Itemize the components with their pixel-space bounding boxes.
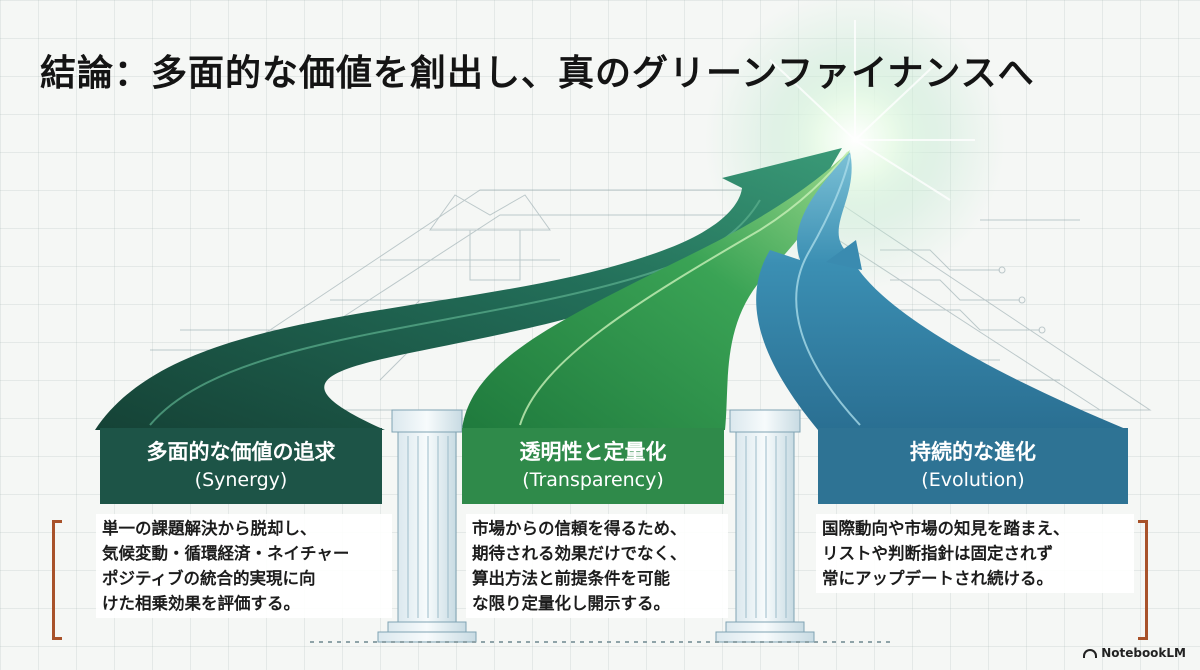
page-title: 結論：多面的な価値を創出し、真のグリーンファイナンスへ [40, 53, 1035, 94]
body-line: 算出方法と前提条件を可能 [472, 569, 670, 588]
body-line: けた相乗効果を評価する。 [102, 594, 300, 613]
header-transparency-title: 透明性と定量化 [519, 440, 667, 464]
body-line: 期待される効果だけでなく、 [472, 544, 687, 563]
brand-label: NotebookLM [1101, 646, 1186, 660]
body-line: ポジティブの統合的実現に向 [102, 569, 316, 588]
pillar-right [715, 409, 815, 643]
header-evolution-subtitle: (Evolution) [921, 469, 1025, 491]
light-rays [769, 20, 975, 201]
header-synergy-title: 多面的な価値の追求 [146, 440, 336, 464]
notebooklm-logo-icon [1083, 648, 1098, 658]
header-synergy: 多面的な価値の追求 (Synergy) [100, 428, 382, 504]
right-bracket [1138, 520, 1148, 640]
header-transparency-subtitle: (Transparency) [522, 469, 664, 491]
header-transparency: 透明性と定量化 (Transparency) [462, 428, 724, 504]
body-line: リストや判断指針は固定されず [822, 544, 1053, 563]
arrow-transparency [462, 150, 850, 430]
body-line: 国際動向や市場の知見を踏まえ、 [822, 519, 1070, 538]
body-line: な限り定量化し開示する。 [472, 594, 670, 613]
body-line: 市場からの信頼を得るため、 [472, 519, 687, 538]
header-evolution: 持続的な進化 (Evolution) [818, 428, 1128, 504]
body-line: 常にアップデートされ続ける。 [822, 569, 1053, 588]
body-line: 気候変動・循環経済・ネイチャー [102, 544, 350, 563]
body-transparency: 市場からの信頼を得るため、 期待される効果だけでなく、 算出方法と前提条件を可能… [466, 514, 728, 618]
arrow-synergy [95, 148, 842, 430]
brand-watermark: NotebookLM [1083, 646, 1186, 660]
header-evolution-title: 持続的な進化 [910, 440, 1036, 464]
pillar-left [377, 409, 477, 643]
header-synergy-subtitle: (Synergy) [194, 469, 288, 491]
arrow-evolution [756, 152, 1128, 430]
left-bracket [52, 520, 62, 640]
body-synergy: 単一の課題解決から脱却し、 気候変動・循環経済・ネイチャー ポジティブの統合的実… [96, 514, 392, 618]
body-line: 単一の課題解決から脱却し、 [102, 519, 317, 538]
body-evolution: 国際動向や市場の知見を踏まえ、 リストや判断指針は固定されず 常にアップデートさ… [816, 514, 1134, 593]
